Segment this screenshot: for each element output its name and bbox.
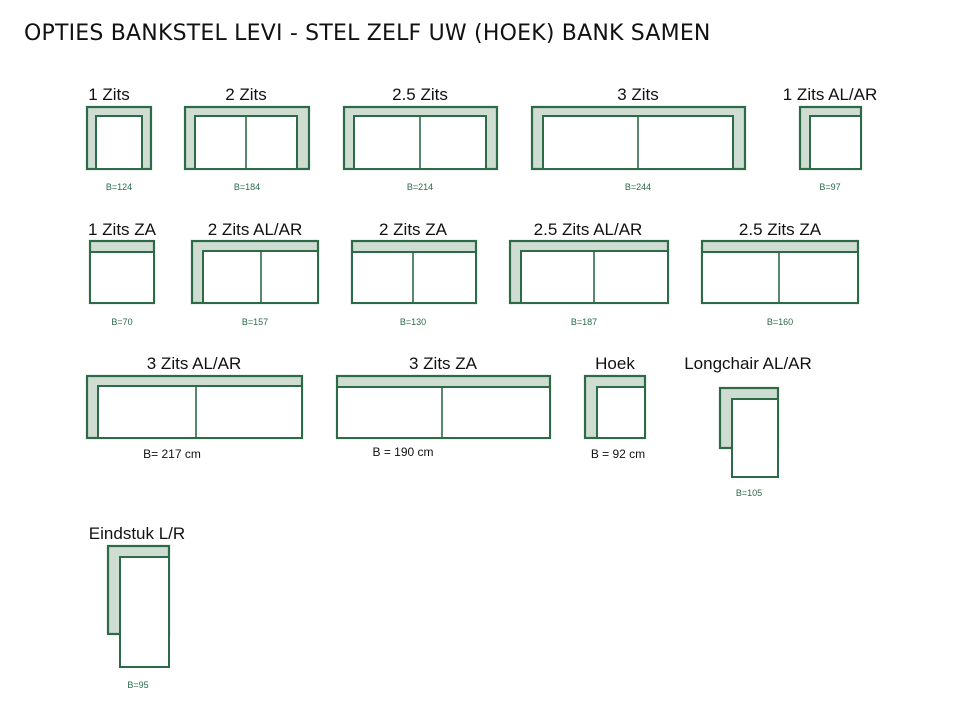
- module-label-hoek: Hoek: [595, 354, 635, 373]
- module-width-3-zits-al-ar: B= 217 cm: [143, 447, 201, 461]
- module-width-2-5-zits-al-ar: B=187: [570, 317, 598, 327]
- module-label-2-zits-al-ar: 2 Zits AL/AR: [207, 220, 303, 239]
- module-width-3-zits: B=244: [624, 182, 652, 192]
- sofa-2-5-zits-za-shape: [700, 239, 860, 305]
- sofa-1-zits-shape: [85, 105, 153, 171]
- module-width-2-zits: B=184: [233, 182, 261, 192]
- sofa-2-zits-shape: [183, 105, 311, 171]
- module-width-2-zits-al-ar: B=157: [241, 317, 269, 327]
- sofa-3-zits-za-shape: [335, 374, 552, 440]
- module-width-1-zits: B=124: [105, 182, 133, 192]
- sofa-2-5-zits-shape: [342, 105, 499, 171]
- module-label-3-zits: 3 Zits: [617, 85, 659, 104]
- module-width-1-zits-za: B=70: [111, 317, 133, 327]
- module-width-eindstuk-l-r: B=95: [127, 680, 149, 690]
- module-label-1-zits-al-ar: 1 Zits AL/AR: [782, 85, 878, 104]
- module-label-1-zits: 1 Zits: [88, 85, 130, 104]
- sofa-2-zits-za-shape: [350, 239, 478, 305]
- sofa-1-zits-al-ar-shape: [798, 105, 863, 171]
- module-width-1-zits-al-ar: B=97: [819, 182, 841, 192]
- module-width-3-zits-za: B = 190 cm: [372, 445, 434, 459]
- sofa-3-zits-shape: [530, 105, 747, 171]
- module-label-2-5-zits-za: 2.5 Zits ZA: [738, 220, 822, 239]
- module-label-2-5-zits-al-ar: 2.5 Zits AL/AR: [533, 220, 643, 239]
- sofa-hoek-shape: [583, 374, 647, 440]
- module-width-longchair-al-ar: B=105: [735, 488, 763, 498]
- sofa-2-zits-al-ar-shape: [190, 239, 320, 305]
- module-label-3-zits-za: 3 Zits ZA: [408, 354, 478, 373]
- module-width-hoek: B = 92 cm: [590, 447, 646, 461]
- module-width-2-5-zits: B=214: [406, 182, 434, 192]
- sofa-longchair-al-ar-shape: [718, 386, 780, 478]
- sofa-2-5-zits-al-ar-shape: [508, 239, 670, 305]
- module-label-longchair-al-ar: Longchair AL/AR: [684, 354, 812, 373]
- sofa-3-zits-al-ar-shape: [85, 374, 304, 440]
- module-label-eindstuk-l-r: Eindstuk L/R: [88, 524, 186, 543]
- module-label-2-zits-za: 2 Zits ZA: [378, 220, 448, 239]
- module-label-1-zits-za: 1 Zits ZA: [87, 220, 157, 239]
- module-width-2-5-zits-za: B=160: [766, 317, 794, 327]
- module-label-3-zits-al-ar: 3 Zits AL/AR: [146, 354, 242, 373]
- module-label-2-zits: 2 Zits: [225, 85, 267, 104]
- page-title: OPTIES BANKSTEL LEVI - STEL ZELF UW (HOE…: [24, 21, 711, 46]
- sofa-eindstuk-l-r-shape: [106, 544, 171, 668]
- module-label-2-5-zits: 2.5 Zits: [392, 85, 448, 104]
- sofa-1-zits-za-shape: [88, 239, 156, 305]
- module-width-2-zits-za: B=130: [399, 317, 427, 327]
